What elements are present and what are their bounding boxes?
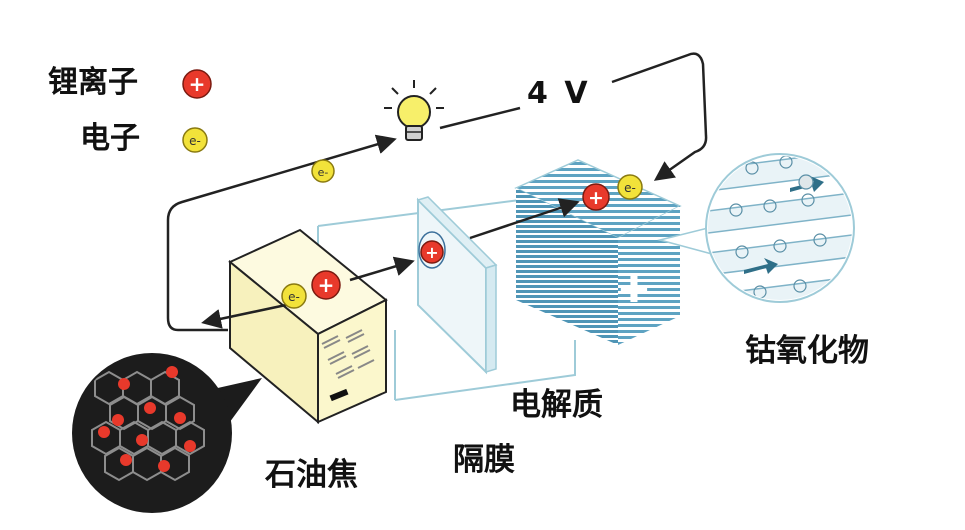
legend-electron-icon: e- <box>182 127 208 153</box>
electron-particle: e- <box>281 283 307 309</box>
electron-particle: e- <box>311 159 335 183</box>
svg-text:e-: e- <box>189 134 201 148</box>
separator <box>416 196 498 375</box>
cathode-label: 钴氧化物 <box>745 333 869 369</box>
light-bulb-icon <box>384 80 444 141</box>
graphite-zoom-circle <box>72 353 232 513</box>
separator-label: 隔膜 <box>453 442 515 478</box>
anode-label: 石油焦 <box>265 457 358 493</box>
svg-text:e-: e- <box>288 290 300 304</box>
ion-arrow-to-separator <box>349 256 415 282</box>
ion-arrow-anode <box>201 300 301 329</box>
svg-text:+: + <box>588 187 604 209</box>
circuit-wire-top <box>439 106 521 130</box>
graphite-layers <box>321 329 375 379</box>
circuit-wire-right <box>611 52 708 181</box>
anode-minus-sign <box>329 388 349 402</box>
electron-particle: e- <box>617 174 643 200</box>
anode-block <box>228 228 388 425</box>
svg-text:+: + <box>189 72 206 96</box>
ion-particle: + <box>582 183 610 211</box>
circuit-wire <box>166 134 397 332</box>
electrolyte-label: 电解质 <box>510 387 603 423</box>
svg-text:+: + <box>318 273 335 297</box>
ion-particle: + <box>311 270 341 300</box>
ion-pass-ring <box>418 231 446 269</box>
svg-text:e-: e- <box>624 181 636 195</box>
cobalt-oxide-zoom-circle <box>705 153 855 303</box>
voltage-label: 4 V <box>527 76 591 111</box>
svg-text:+: + <box>425 243 438 262</box>
cathode-plus-sign: ✚ <box>619 270 649 311</box>
ion-arrow-to-cathode <box>469 198 580 240</box>
legend-ion-label: 锂离子 <box>48 65 138 100</box>
legend-electron-label: 电子 <box>80 121 140 156</box>
ion-particle: + <box>420 240 444 264</box>
svg-text:e-: e- <box>318 166 329 179</box>
legend-ion-icon: + <box>182 69 212 99</box>
